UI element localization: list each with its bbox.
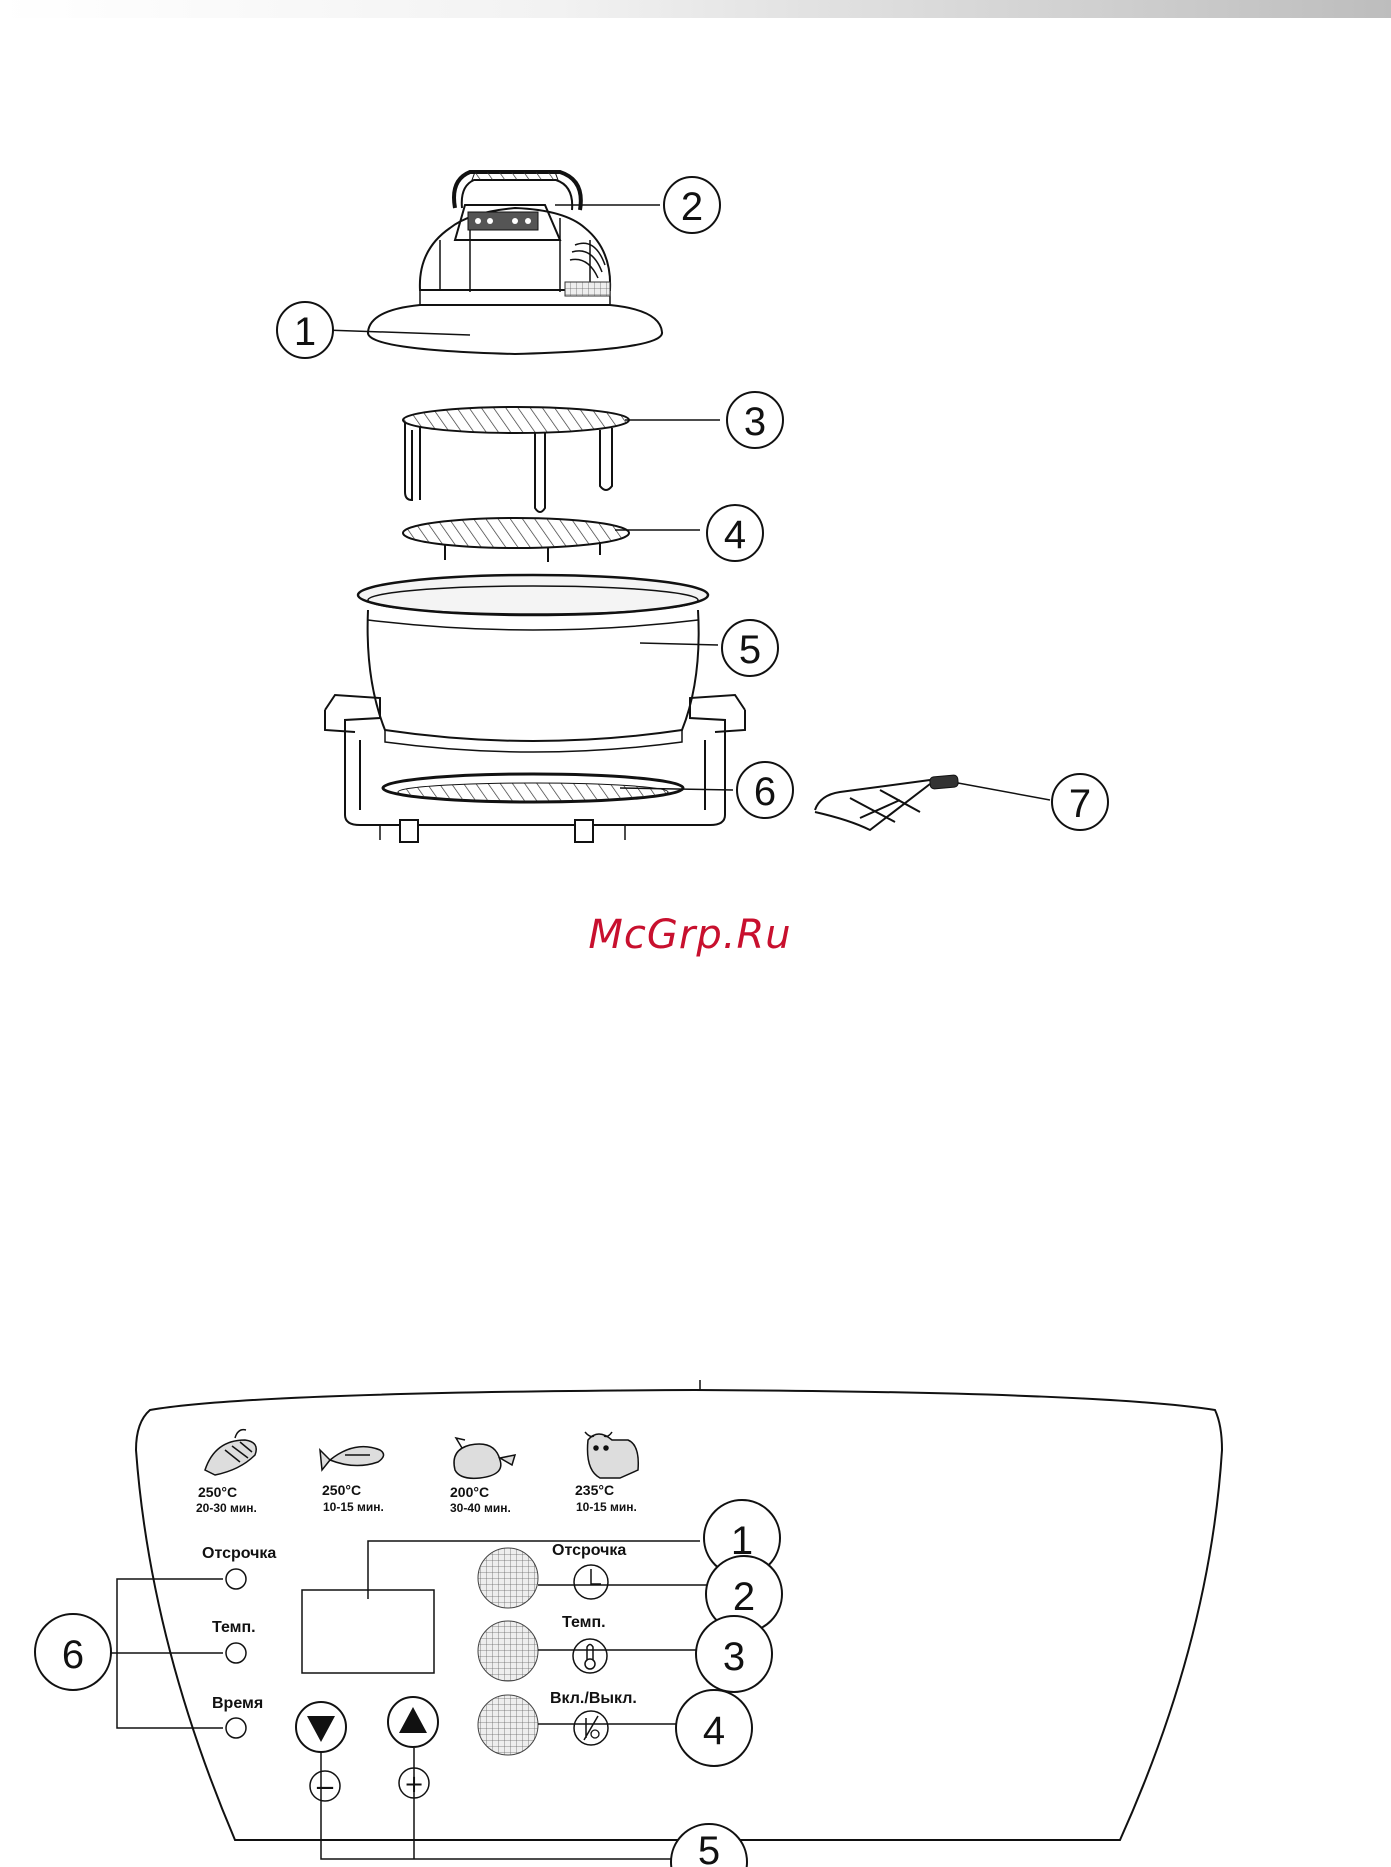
preset-temp-1: 250°C (198, 1484, 237, 1500)
preset-time-1: 20-30 мин. (196, 1501, 257, 1515)
delay-button[interactable] (478, 1548, 538, 1608)
stand-illustration (325, 695, 745, 842)
watermark: McGrp.Ru (588, 912, 791, 958)
indicator-label-temp: Темп. (212, 1619, 256, 1636)
thermometer-icon (573, 1639, 607, 1673)
low-rack-illustration (403, 518, 629, 562)
up-arrow-button[interactable] (388, 1697, 438, 1747)
power-button[interactable] (478, 1695, 538, 1755)
panel-callout-5: 5 (698, 1829, 720, 1867)
callout-6: 6 (754, 770, 776, 814)
shrimp-icon (205, 1430, 256, 1475)
panel-callouts: 1 2 3 4 5 6 (35, 1500, 782, 1867)
callout-7: 7 (1069, 782, 1091, 826)
fish-icon (320, 1447, 384, 1470)
callout-4: 4 (724, 513, 746, 557)
exploded-leaders (325, 205, 1050, 800)
down-arrow-button[interactable] (296, 1702, 346, 1752)
panel-callout-3: 3 (723, 1635, 745, 1679)
preset-time-3: 30-40 мин. (450, 1501, 511, 1515)
chicken-icon (454, 1438, 515, 1478)
minus-sign-icon: − (310, 1771, 340, 1803)
panel-callout-2: 2 (733, 1575, 755, 1619)
callout-5: 5 (739, 628, 761, 672)
preset-time-4: 10-15 мин. (576, 1500, 637, 1514)
display-window (302, 1590, 434, 1673)
preset-temp-2: 250°C (322, 1482, 361, 1498)
minus-symbol: − (314, 1773, 336, 1803)
indicator-led-delay (226, 1569, 246, 1589)
button-label-delay: Отсрочка (552, 1542, 626, 1559)
lid-illustration (368, 172, 662, 354)
cow-icon (585, 1432, 638, 1478)
temp-button[interactable] (478, 1621, 538, 1681)
indicator-label-time: Время (212, 1695, 263, 1712)
tongs-illustration (815, 775, 958, 830)
indicator-led-time (226, 1718, 246, 1738)
glass-bowl-illustration (358, 575, 708, 752)
exploded-view: 2 1 3 4 5 6 7 (277, 172, 1108, 842)
panel-callout-6: 6 (62, 1633, 84, 1677)
indicator-led-temp (226, 1643, 246, 1663)
preset-temp-3: 200°C (450, 1484, 489, 1500)
callout-3: 3 (744, 400, 766, 444)
button-label-temp: Темп. (562, 1614, 606, 1631)
panel-callout-4: 4 (703, 1709, 725, 1753)
power-icon (574, 1711, 608, 1745)
preset-time-2: 10-15 мин. (323, 1500, 384, 1514)
panel-outline (136, 1390, 1222, 1840)
control-panel: 250°C 20-30 мин. 250°C 10-15 мин. 200°C … (35, 1380, 1222, 1867)
callout-2: 2 (681, 185, 703, 229)
panel-callout-1: 1 (731, 1519, 753, 1563)
clock-icon (574, 1565, 608, 1599)
high-rack-illustration (403, 407, 629, 512)
preset-temp-4: 235°C (575, 1482, 614, 1498)
indicator-label-delay: Отсрочка (202, 1545, 276, 1562)
callout-1: 1 (294, 310, 316, 354)
button-label-power: Вкл./Выкл. (550, 1690, 637, 1707)
